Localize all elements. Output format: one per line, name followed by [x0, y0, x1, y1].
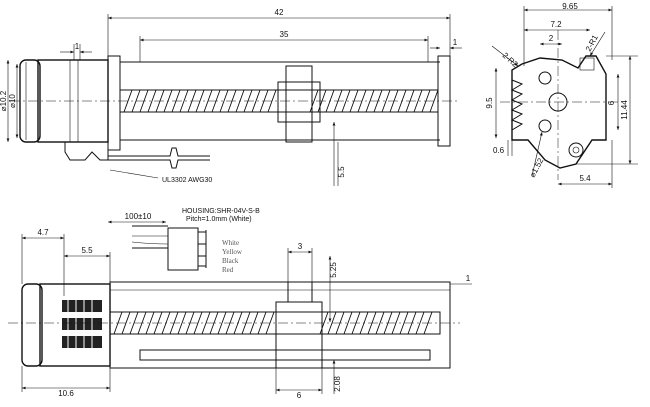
dim-motor-length: 5.5	[81, 246, 93, 255]
bottom-nut-top	[287, 281, 313, 303]
bottom-view: HOUSING:SHR-04V-S-B Pitch=1.0mm (White) …	[8, 208, 472, 400]
dim-end-width: 9.65	[562, 2, 578, 11]
dim-rail-end: 1	[453, 38, 458, 47]
lead-nut	[285, 65, 313, 143]
mount-hole-top	[538, 71, 552, 85]
dim-nut-offset: 5.5	[337, 166, 346, 178]
connector-housing	[167, 227, 199, 271]
housing-label: HOUSING:SHR-04V-S-B	[182, 208, 260, 215]
motor-flange	[107, 55, 121, 151]
dim-nut-base: 6	[297, 391, 302, 400]
dim-end-offset: 0.6	[493, 146, 505, 155]
mount-hole-bottom	[538, 119, 552, 133]
dim-diameter-inner: ⌀10	[8, 94, 17, 108]
dim-motor-body: 10.6	[58, 389, 74, 398]
dim-nut-width: 3	[298, 242, 303, 251]
end-view: 9.65 7.2 2 2-R2 2-R1 9.5 6 11.44 0.6 ⌀1.…	[485, 2, 638, 188]
dim-lead-length: 100±10	[125, 212, 152, 221]
pitch-label: Pitch=1.0mm (White)	[186, 216, 252, 223]
connector-drawing	[131, 225, 207, 271]
dim-nut-height: 5.25	[329, 262, 338, 278]
gear-teeth	[510, 79, 524, 131]
dim-rail-height: 2.08	[333, 376, 342, 392]
dim-end-height-total: 11.44	[620, 100, 629, 120]
wire-yellow: Yellow	[222, 248, 243, 256]
bottom-motor-cap	[21, 283, 43, 367]
cable-label: UL3302 AWG30	[162, 177, 212, 184]
dim-radius-right: 2-R1	[584, 33, 600, 53]
dim-left-offset: 4.7	[37, 228, 49, 237]
wire-red: Red	[222, 266, 234, 274]
coil-hatch	[62, 298, 102, 352]
connector-block	[64, 142, 109, 161]
dim-end-height-center: 6	[607, 100, 616, 105]
dim-end-center-x: 7.2	[550, 20, 562, 29]
end-view-outline	[511, 55, 607, 169]
dim-screw-length: 35	[280, 30, 289, 39]
dim-hole-spacing: 2	[549, 34, 554, 43]
dim-end-base: 5.4	[579, 174, 591, 183]
dim-diameter-outer: ⌀10.2	[0, 90, 8, 111]
dim-motor-flange: 1	[75, 42, 80, 51]
bottom-nut-body	[275, 301, 323, 369]
wire-black: Black	[222, 257, 239, 265]
dim-end-height-left: 9.5	[485, 97, 494, 109]
dim-bottom-rail-end: 1	[466, 274, 471, 283]
side-view: UL3302 AWG30 42 35 1 1 ⌀10.2 ⌀10 5.5	[0, 8, 462, 186]
bottom-rail	[109, 281, 451, 369]
dim-overall-length: 42	[275, 8, 284, 17]
dim-hole-diameter: ⌀1.52	[528, 156, 546, 179]
wire-white: White	[222, 239, 239, 247]
cable	[108, 147, 210, 157]
